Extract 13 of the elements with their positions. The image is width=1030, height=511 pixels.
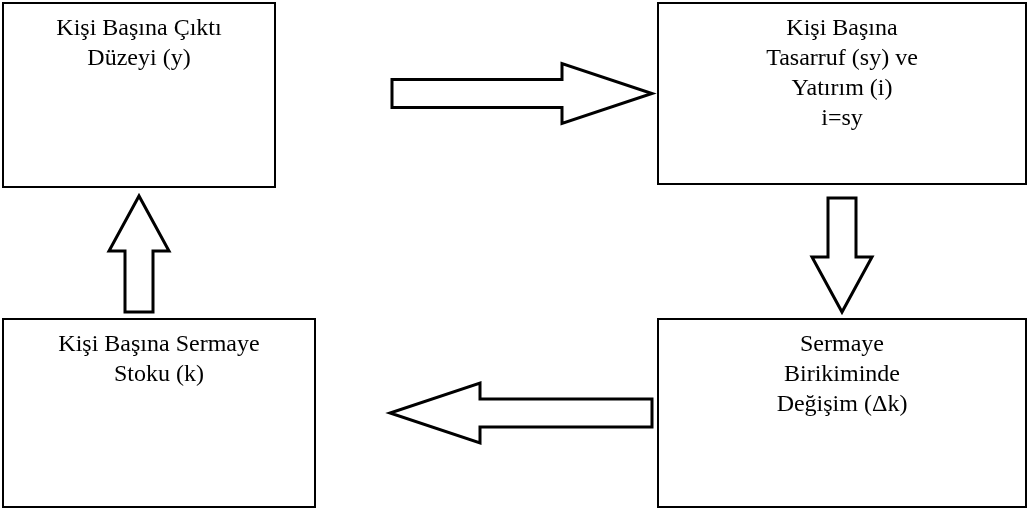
box-text: Kişi Başına Tasarruf (sy) ve Yatırım (i) xyxy=(765,13,919,102)
process-box xyxy=(657,318,1027,508)
block-arrow xyxy=(809,196,875,316)
process-box xyxy=(2,318,316,508)
box-text: Kişi Başına Çıktı Düzeyi (y) xyxy=(55,13,223,72)
block-arrow xyxy=(385,380,654,446)
block-arrow xyxy=(106,192,172,314)
process-box xyxy=(2,2,276,188)
box-text: Sermaye Birikiminde Değişim (Δk) xyxy=(775,329,909,418)
box-text: i=sy xyxy=(821,103,863,132)
process-box xyxy=(657,2,1027,185)
box-text: Kişi Başına Sermaye Stoku (k) xyxy=(57,329,261,388)
block-arrow xyxy=(390,61,657,126)
